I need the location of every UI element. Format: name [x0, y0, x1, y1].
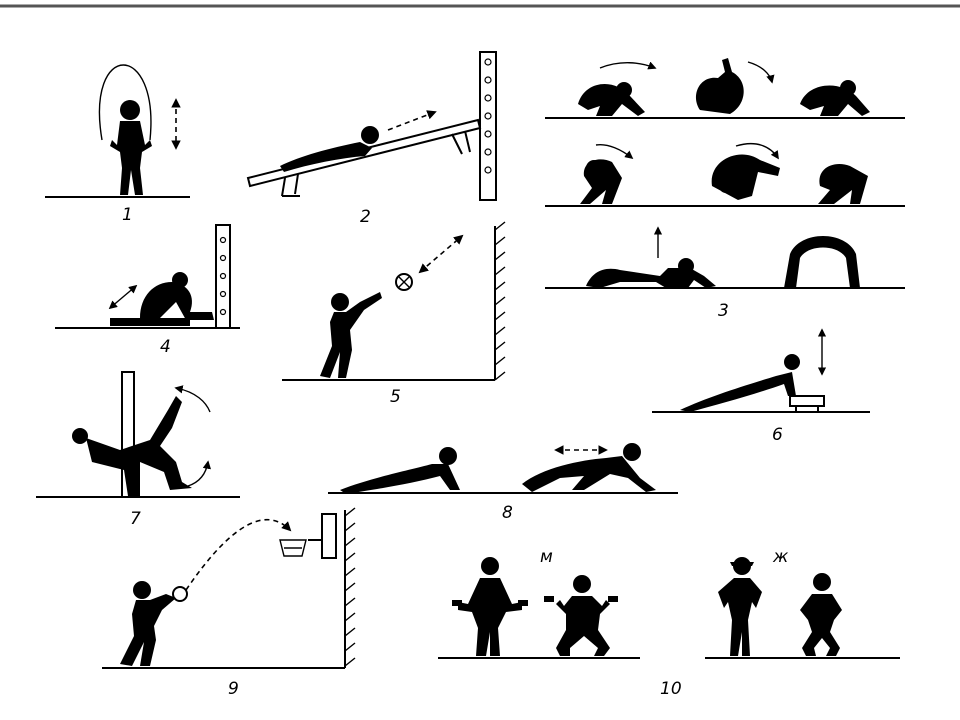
exercise-8-crawl: 8	[328, 443, 678, 523]
label-2: 2	[360, 207, 371, 227]
dumbbell	[452, 600, 462, 606]
exercise-9-basketball: 9	[102, 507, 356, 699]
figure-prone	[280, 142, 372, 172]
ball	[172, 586, 188, 602]
forward-arrow	[387, 110, 437, 131]
label-female: ж	[772, 547, 789, 567]
label-male: м	[540, 547, 553, 567]
label-10: 10	[660, 679, 682, 699]
exercise-7-leg-swing: 7	[36, 371, 240, 529]
figure-head	[120, 100, 140, 120]
label-7: 7	[130, 509, 141, 529]
figure-male-squat	[556, 596, 610, 656]
crouch-figure	[800, 85, 870, 116]
bridge-prep-figure	[586, 268, 716, 288]
mat	[110, 318, 190, 326]
figure-throwing	[320, 292, 382, 378]
figure-crawl	[340, 464, 460, 494]
figure-head	[361, 126, 379, 144]
label-6: 6	[772, 425, 783, 445]
basket-net	[279, 539, 307, 557]
dumbbell	[518, 600, 528, 606]
dumbbell	[544, 596, 554, 602]
figure-shooting	[120, 594, 176, 666]
figure-body	[110, 121, 152, 195]
exercise-4-situp: 4	[55, 224, 240, 357]
figure-situp	[140, 282, 214, 320]
backboard	[321, 513, 337, 559]
wall-bars	[479, 51, 497, 201]
figure-crawl	[522, 456, 656, 492]
exercise-6-pushup: 6	[652, 328, 870, 445]
roll-figure	[711, 154, 780, 200]
figure-female-squat	[800, 594, 842, 656]
figure-leg-swing	[86, 396, 192, 496]
label-8: 8	[502, 503, 513, 523]
dumbbell	[608, 596, 618, 602]
label-9: 9	[228, 679, 239, 699]
exercise-5-ball-wall: 5	[282, 221, 506, 407]
ball-trajectory	[185, 518, 292, 591]
jump-rope	[98, 64, 152, 141]
label-3: 3	[718, 301, 729, 321]
bridge-figure	[784, 236, 860, 288]
figure-female-standing	[718, 578, 762, 656]
label-1: 1	[122, 205, 133, 225]
exercise-10-dumbbells: м ж 10	[438, 547, 900, 699]
bench	[789, 395, 825, 407]
exercise-3-rolls-bridge: 3	[545, 58, 905, 321]
exercise-2-incline-board: 2	[246, 51, 497, 227]
exercise-1-jump-rope: 1	[45, 64, 190, 225]
figure-male-standing	[458, 578, 522, 656]
label-5: 5	[390, 387, 401, 407]
crouch-figure	[578, 84, 645, 116]
figure-pushup	[680, 372, 796, 412]
label-4: 4	[160, 337, 171, 357]
